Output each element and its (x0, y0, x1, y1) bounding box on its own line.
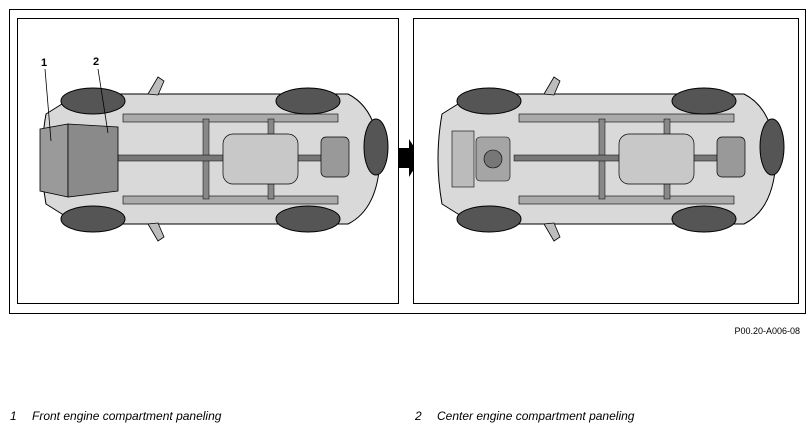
legend-item-1: 1 Front engine compartment paneling (10, 409, 221, 423)
legend-text: Center engine compartment paneling (437, 409, 635, 423)
vehicle-underbody-drawing-exposed (437, 76, 785, 242)
center-paneling (67, 123, 119, 198)
legend-text: Front engine compartment paneling (32, 409, 222, 423)
callout-number-2: 2 (93, 56, 100, 68)
legend-item-2: 2 Center engine compartment paneling (415, 409, 634, 423)
diagram-frame (9, 9, 806, 314)
figure-reference-code: P00.20-A006-08 (734, 326, 800, 336)
legend-number: 2 (415, 409, 422, 423)
vehicle-underbody-drawing (39, 68, 389, 242)
front-paneling (39, 123, 69, 198)
underbody-view-with-paneling: 1 2 (17, 18, 399, 304)
right-arrow-icon (399, 139, 421, 177)
callout-number-1: 1 (41, 57, 48, 69)
underbody-view-without-paneling (413, 18, 799, 304)
legend-number: 1 (10, 409, 17, 423)
